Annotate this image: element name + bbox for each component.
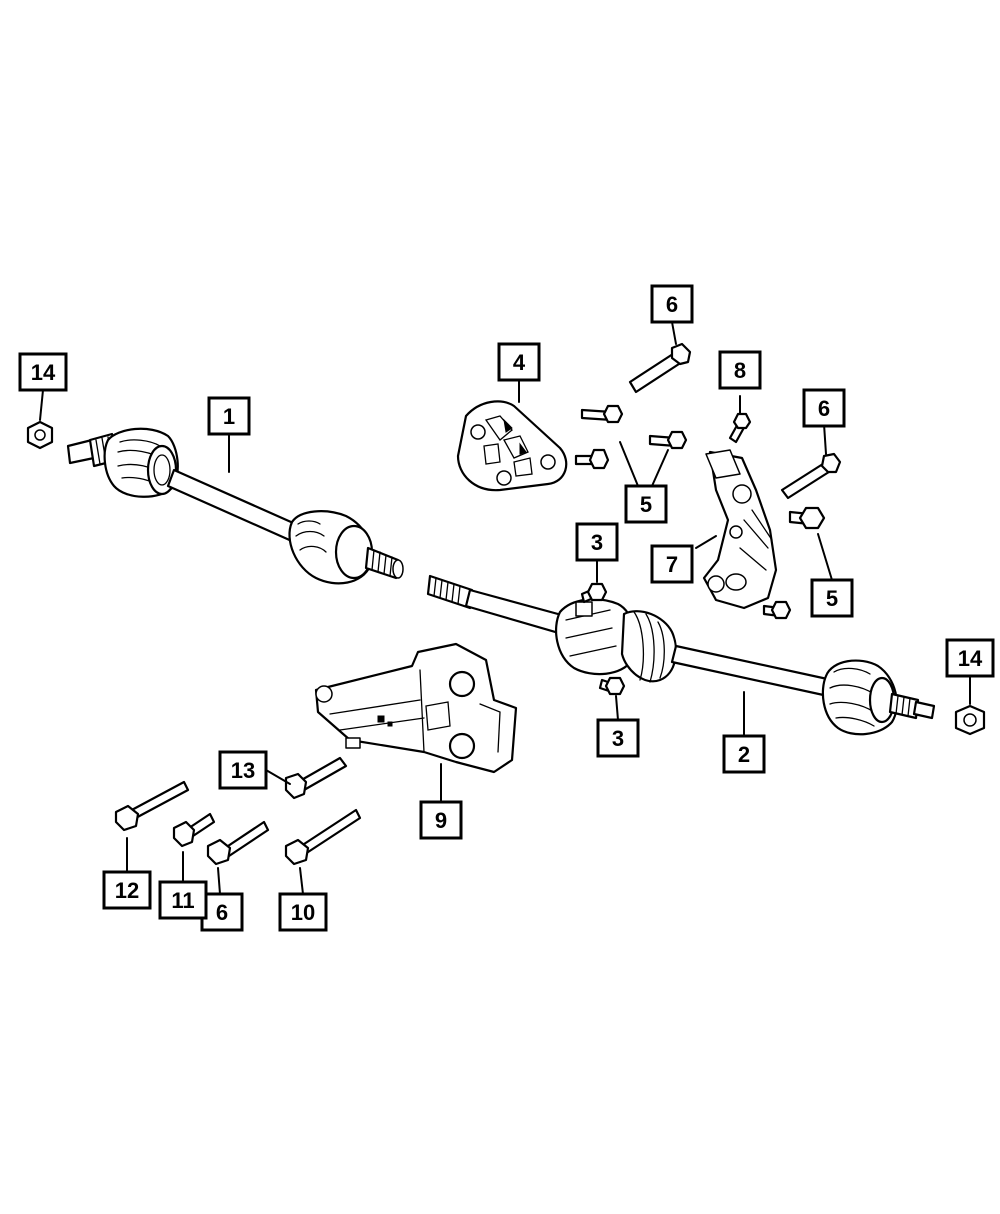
svg-text:13: 13 [231,758,255,783]
svg-text:6: 6 [666,292,678,317]
svg-text:5: 5 [640,492,652,517]
svg-text:9: 9 [435,808,447,833]
svg-text:14: 14 [958,646,983,671]
bolt-6-lower [206,820,270,866]
callout-10: 10 [278,892,328,932]
callout-4: 4 [497,342,541,382]
nut-left [26,420,54,450]
svg-text:2: 2 [738,742,750,767]
svg-text:6: 6 [216,900,228,925]
leader-lines [39,321,971,895]
bolt-5-b [574,448,610,470]
callout-13: 13 [218,750,268,790]
svg-text:5: 5 [826,586,838,611]
svg-text:8: 8 [734,358,746,383]
bolt-13 [284,756,348,800]
bolt-6-top [628,342,692,394]
callout-6-right: 6 [802,388,846,428]
callout-8: 8 [718,350,762,390]
callout-9: 9 [419,800,463,840]
support-bracket [702,449,778,610]
callout-6-lower: 6 [200,892,244,932]
callout-2: 2 [722,734,766,774]
callout-3-top: 3 [575,522,619,562]
callout-7: 7 [650,544,694,584]
callout-5-top: 5 [624,484,668,524]
svg-text:3: 3 [591,530,603,555]
svg-text:12: 12 [115,878,139,903]
bolt-3-bottom [598,676,626,696]
callout-11: 11 [158,880,208,920]
svg-text:1: 1 [223,404,235,429]
right-half-shaft [426,574,936,736]
callout-12: 12 [102,870,152,910]
left-half-shaft [66,427,404,585]
svg-text:4: 4 [513,350,526,375]
bearing-bracket [314,642,518,774]
svg-text:7: 7 [666,552,678,577]
bolt-12 [114,780,190,832]
bolt-5-lower [762,600,792,620]
bracket-plate [456,400,568,492]
callout-6-top: 6 [650,284,694,324]
svg-text:14: 14 [31,360,56,385]
callout-14-right: 14 [945,638,995,678]
bolt-5-c [648,430,688,450]
nut-right [954,704,986,736]
bolt-10 [284,808,362,866]
callout-1: 1 [207,396,251,436]
svg-text:3: 3 [612,726,624,751]
callout-3-bottom: 3 [596,718,640,758]
callout-5-right: 5 [810,578,854,618]
bolt-6-right [780,452,842,500]
svg-text:10: 10 [291,900,315,925]
bolt-5-a [580,404,624,424]
bolt-5-right [788,506,826,530]
bolt-8 [728,412,752,444]
callout-14-left: 14 [18,352,68,392]
svg-text:11: 11 [171,888,194,913]
svg-text:6: 6 [818,396,830,421]
bolt-11 [172,812,216,848]
bolt-3-top [580,582,608,604]
